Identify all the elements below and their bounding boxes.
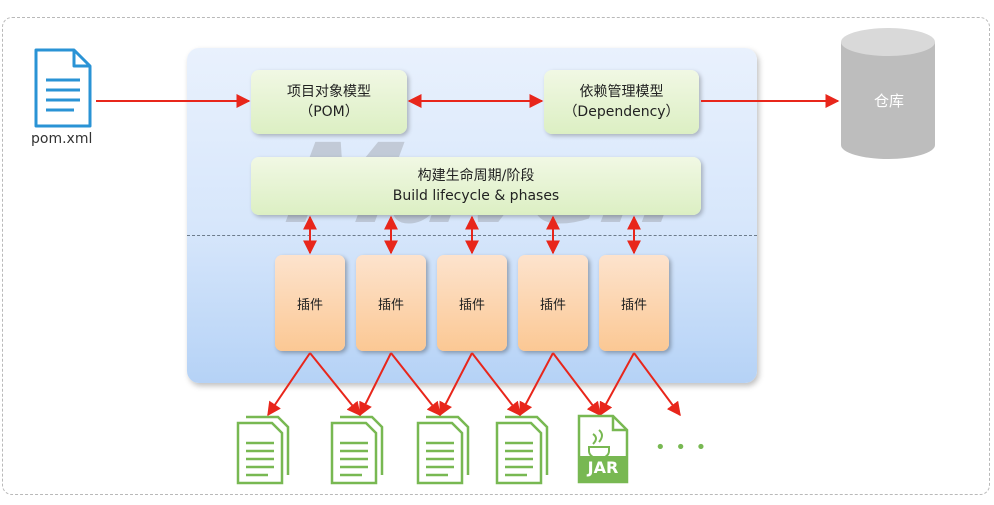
repository-label: 仓库 bbox=[873, 92, 904, 110]
plugin-box: 插件 bbox=[599, 255, 669, 351]
pom-model-line2: （POM） bbox=[299, 104, 359, 120]
plugin-box: 插件 bbox=[437, 255, 507, 351]
pom-file-label: pom.xml bbox=[31, 131, 93, 147]
panel-divider bbox=[187, 235, 757, 236]
plugin-box: 插件 bbox=[356, 255, 426, 351]
plugin-box: 插件 bbox=[275, 255, 345, 351]
plugin-box: 插件 bbox=[518, 255, 588, 351]
dependency-model-line2: （Dependency） bbox=[563, 104, 680, 120]
diagram-frame bbox=[2, 17, 990, 495]
ellipsis-more: • • • bbox=[655, 437, 709, 458]
pom-model-box: 项目对象模型 （POM） bbox=[251, 70, 407, 134]
lifecycle-box: 构建生命周期/阶段 Build lifecycle & phases bbox=[251, 157, 701, 215]
dependency-model-line1: 依赖管理模型 bbox=[579, 84, 664, 100]
dependency-model-box: 依赖管理模型 （Dependency） bbox=[544, 70, 699, 134]
jar-label: JAR bbox=[587, 458, 619, 477]
lifecycle-line2: Build lifecycle & phases bbox=[392, 188, 560, 204]
pom-model-line1: 项目对象模型 bbox=[287, 84, 371, 100]
lifecycle-line1: 构建生命周期/阶段 bbox=[417, 168, 535, 184]
